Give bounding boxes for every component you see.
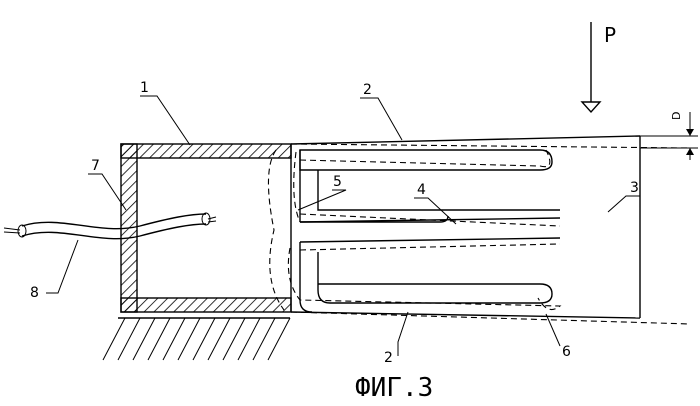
label-5: 5 [333,174,342,190]
cable [4,213,216,239]
label-2-bottom: 2 [384,350,393,366]
label-3: 3 [630,180,639,196]
deflection-label: D [670,112,683,120]
label-1: 1 [140,80,149,96]
label-8: 8 [30,285,39,301]
force-arrow [582,22,600,112]
deflection-dimension [640,112,698,160]
elastic-element [291,136,640,318]
housing-top-wall [121,144,291,158]
label-2-top: 2 [363,82,372,98]
label-7: 7 [91,158,100,174]
deformed-outline [268,144,690,324]
figure-caption: ФИГ.3 [355,373,433,403]
label-6: 6 [562,344,571,360]
label-4: 4 [417,182,426,198]
force-label: P [604,23,616,47]
ground-hatching [103,318,290,360]
housing-bottom-wall [121,298,291,312]
